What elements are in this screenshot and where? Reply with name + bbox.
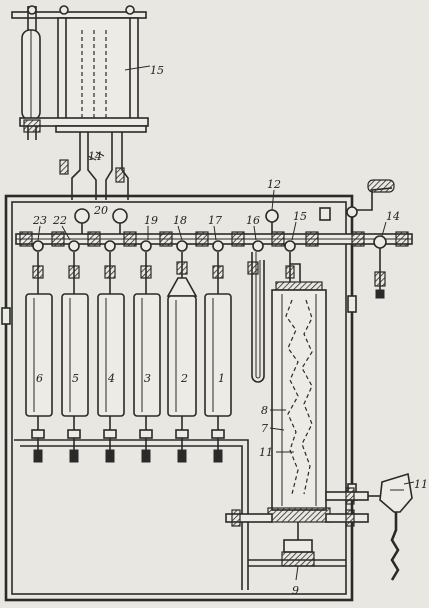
callout-20: 19 [144,214,158,227]
cylinder-1 [204,252,232,463]
main-frame [1,194,357,602]
callout-9: 9 [292,584,299,597]
hopper [368,472,413,581]
callout-13: 14 [88,150,102,163]
cylinder-5 [61,252,89,463]
cylinder-label-4: 4 [107,372,115,385]
cylinder-label-1: 1 [218,372,225,385]
cylinders [25,252,232,463]
callout-8: 8 [261,404,268,417]
top-stand [11,5,151,200]
callout-15: 14 [386,210,400,223]
u-tube-manometer [247,252,265,383]
callout-14: 15 [150,64,164,77]
callout-21: 20 [93,204,108,217]
callout-16: 15 [293,210,307,223]
callout-11: 11 [259,446,273,459]
manifold [15,179,413,299]
callout-18: 17 [208,214,222,227]
cylinder-label-3: 3 [144,372,151,385]
leader-lines [37,155,415,581]
cylinder-label-2: 2 [180,372,188,385]
cylinder-3 [133,252,161,463]
cylinder-label-5: 5 [72,372,79,385]
cylinder-4 [97,252,125,463]
callout-hopper: 11 [414,478,428,491]
cylinder-6 [25,252,53,463]
cylinder-label-6: 6 [36,372,43,385]
callout-17: 16 [246,214,260,227]
callout-22: 22 [52,214,67,227]
callout-19: 18 [173,214,187,227]
cylinder-labels: 6 5 4 3 2 1 [36,372,225,385]
callout-7: 7 [261,422,268,435]
callout-23: 23 [32,214,47,227]
callout-12: 12 [267,178,281,191]
callout-labels: 15 14 12 20 23 22 19 18 17 16 15 14 8 7 … [32,64,428,597]
column [225,252,369,567]
cylinder-2 [166,252,198,463]
